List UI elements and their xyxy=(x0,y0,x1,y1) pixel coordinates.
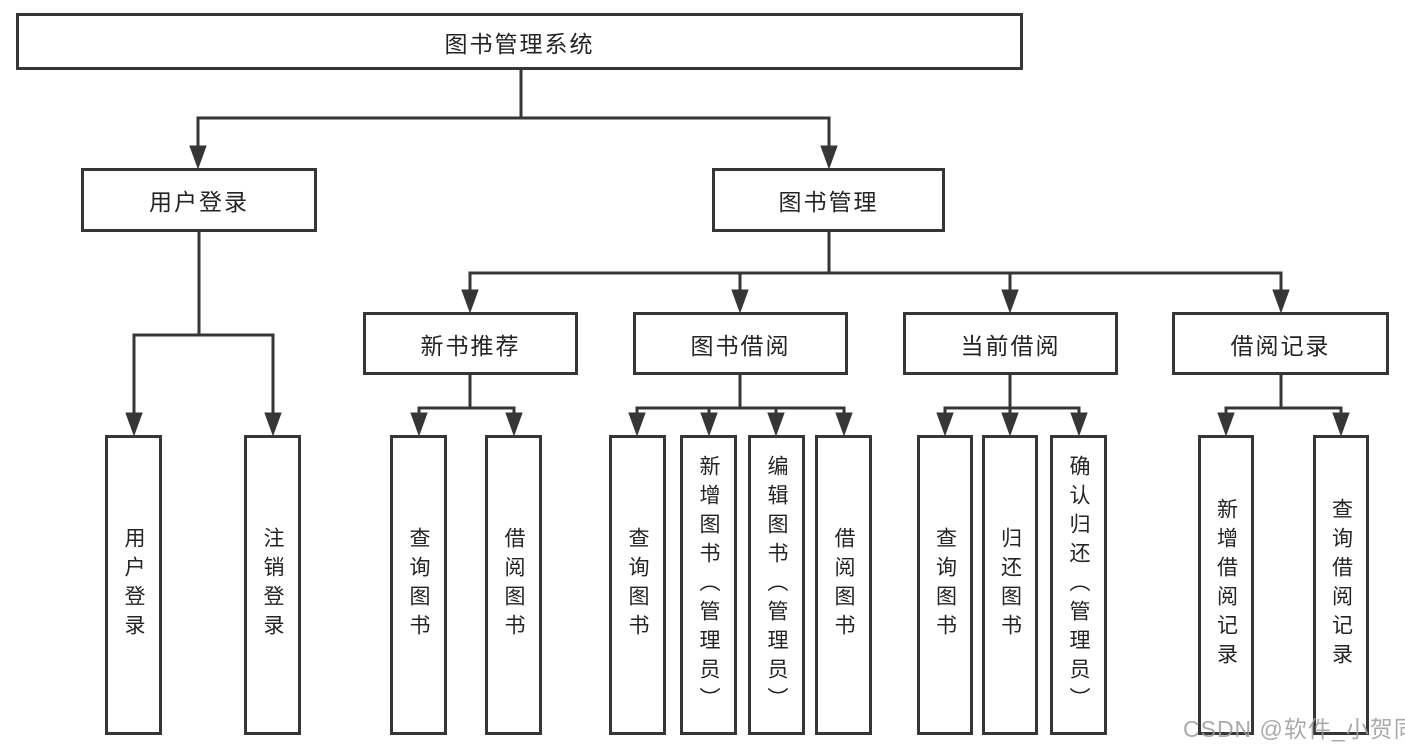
arrowhead-icon xyxy=(700,412,718,437)
arrowhead-icon xyxy=(731,289,749,314)
connector-book-borrow-group xyxy=(628,373,853,437)
node-leaf-logout: 注销登录 xyxy=(244,435,301,735)
node-label: 查询图书 xyxy=(933,527,957,643)
connector-user-login-group xyxy=(125,230,282,437)
arrowhead-icon xyxy=(1001,412,1019,437)
node-leaf-borrow-book: 借阅图书 xyxy=(815,435,872,735)
arrowhead-icon xyxy=(125,412,143,437)
connector-book-management-group xyxy=(461,230,1290,314)
node-leaf-confirm-return-admin: 确认归还（管理员） xyxy=(1050,435,1107,735)
node-borrow-record: 借阅记录 xyxy=(1172,312,1389,375)
arrowhead-icon xyxy=(410,412,428,437)
arrowhead-icon xyxy=(767,412,785,437)
arrowhead-icon xyxy=(1001,289,1019,314)
arrowhead-icon xyxy=(189,145,207,170)
arrowhead-icon xyxy=(1217,412,1235,437)
node-label: 注销登录 xyxy=(261,527,285,643)
node-label: 归还图书 xyxy=(998,527,1022,643)
node-current-borrow: 当前借阅 xyxy=(903,312,1118,375)
node-leaf-query-borrow-record: 查询借阅记录 xyxy=(1313,435,1369,735)
node-leaf-add-borrow-record: 新增借阅记录 xyxy=(1198,435,1254,735)
arrowhead-icon xyxy=(1070,412,1088,437)
arrowhead-icon xyxy=(820,145,838,170)
node-label: 查询图书 xyxy=(626,527,650,643)
node-label: 确认归还（管理员） xyxy=(1067,454,1091,716)
node-book-management-group: 图书管理 xyxy=(712,168,945,232)
arrowhead-icon xyxy=(628,412,646,437)
node-leaf-query-current: 查询图书 xyxy=(917,435,973,735)
connector-new-book-group xyxy=(410,373,523,437)
node-leaf-query-book: 查询图书 xyxy=(609,435,666,735)
arrowhead-icon xyxy=(461,289,479,314)
node-label: 用户登录 xyxy=(122,527,146,643)
node-label: 借阅图书 xyxy=(832,527,856,643)
arrowhead-icon xyxy=(1332,412,1350,437)
node-book-borrow: 图书借阅 xyxy=(633,312,848,375)
node-leaf-return-book: 归还图书 xyxy=(982,435,1038,735)
node-label: 查询借阅记录 xyxy=(1329,498,1353,672)
arrowhead-icon xyxy=(264,412,282,437)
node-label: 新增图书（管理员） xyxy=(697,454,721,716)
node-leaf-edit-book-admin: 编辑图书（管理员） xyxy=(748,435,805,735)
node-leaf-add-book-admin: 新增图书（管理员） xyxy=(680,435,737,735)
node-label: 查询图书 xyxy=(407,527,431,643)
arrowhead-icon xyxy=(505,412,523,437)
node-leaf-query-book-recommend: 查询图书 xyxy=(390,435,447,735)
node-new-book-recommend: 新书推荐 xyxy=(363,312,578,375)
node-label: 新增借阅记录 xyxy=(1214,498,1238,672)
node-label: 编辑图书（管理员） xyxy=(765,454,789,716)
node-leaf-borrow-book-recommend: 借阅图书 xyxy=(485,435,542,735)
connector-current-borrow-group xyxy=(936,373,1088,437)
arrowhead-icon xyxy=(835,412,853,437)
node-user-login-group: 用户登录 xyxy=(81,168,317,232)
arrowhead-icon xyxy=(1272,289,1290,314)
node-library-management-system: 图书管理系统 xyxy=(16,13,1023,70)
connector-borrow-record-group xyxy=(1217,373,1350,437)
node-leaf-user-login: 用户登录 xyxy=(105,435,162,735)
node-label: 借阅图书 xyxy=(502,527,526,643)
arrowhead-icon xyxy=(936,412,954,437)
connector-root-to-level2 xyxy=(189,68,838,170)
